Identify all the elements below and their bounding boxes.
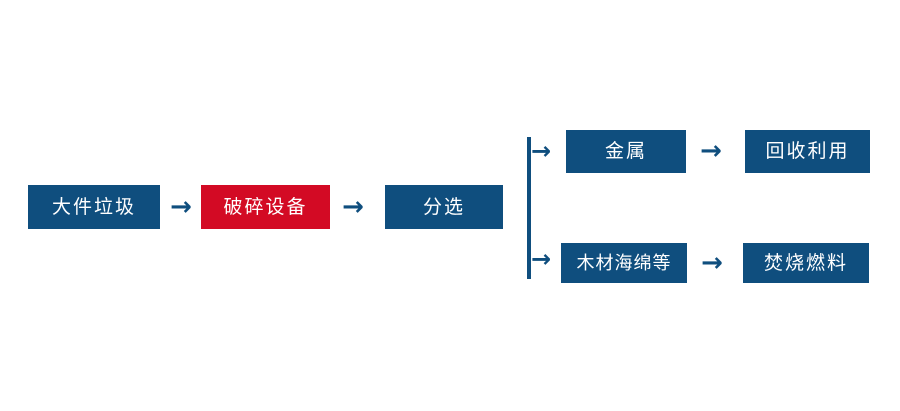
branch-bracket-line bbox=[527, 137, 531, 279]
node-metal[interactable]: 金属 bbox=[566, 130, 686, 173]
branch-arrow-icon-top: → bbox=[531, 137, 552, 165]
arrow-right-icon-2: → bbox=[342, 192, 364, 222]
node-label: 破碎设备 bbox=[223, 196, 308, 218]
arrow-right-icon-3: → bbox=[700, 136, 722, 166]
branch-arrow-icon-bottom: → bbox=[531, 245, 552, 273]
node-label: 木材海绵等 bbox=[576, 253, 672, 273]
arrow-right-icon-1: → bbox=[170, 192, 192, 222]
node-wood-sponge[interactable]: 木材海绵等 bbox=[561, 243, 687, 283]
arrow-right-icon-4: → bbox=[701, 248, 723, 278]
node-label: 金属 bbox=[604, 141, 647, 162]
node-crushing-equipment[interactable]: 破碎设备 bbox=[201, 185, 330, 229]
node-label: 回收利用 bbox=[765, 141, 850, 162]
node-incineration[interactable]: 焚烧燃料 bbox=[743, 243, 869, 283]
node-label: 大件垃圾 bbox=[51, 196, 136, 218]
node-sorting[interactable]: 分选 bbox=[385, 185, 503, 229]
node-label: 焚烧燃料 bbox=[763, 252, 848, 274]
node-bulky-waste[interactable]: 大件垃圾 bbox=[28, 185, 160, 229]
node-recycling[interactable]: 回收利用 bbox=[745, 130, 870, 173]
node-label: 分选 bbox=[422, 196, 465, 218]
